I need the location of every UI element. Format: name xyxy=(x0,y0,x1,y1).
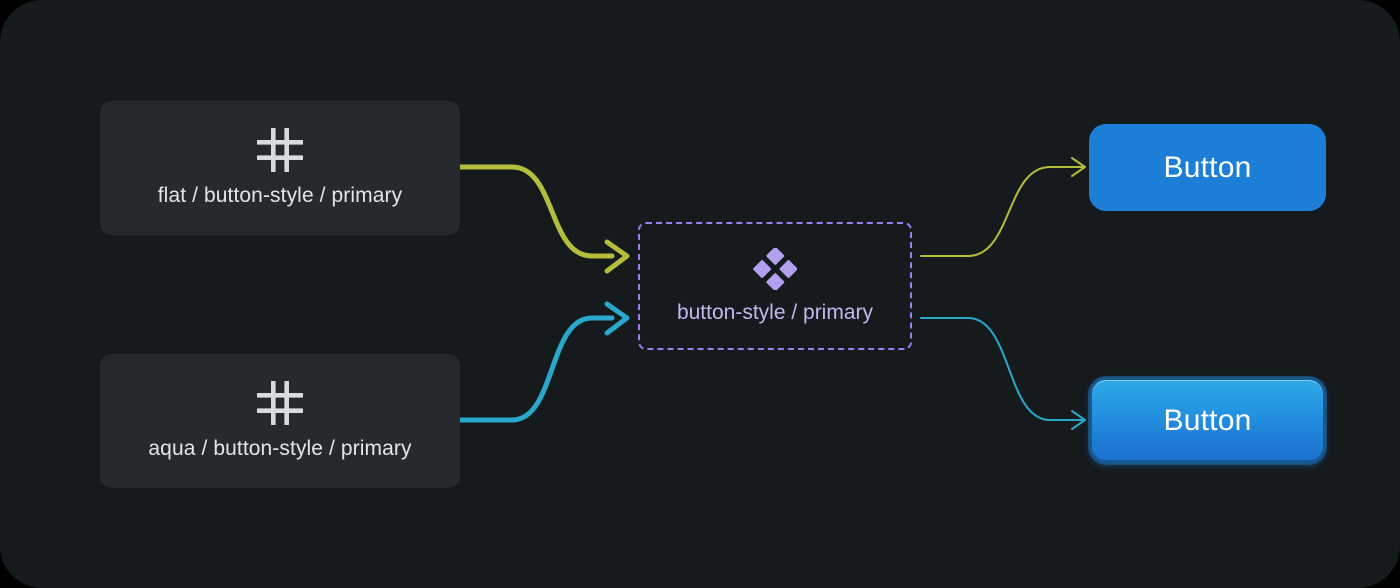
token-card-aqua[interactable]: aqua / button-style / primary xyxy=(100,354,460,488)
flat-button-preview-label: Button xyxy=(1163,150,1252,184)
token-card-aqua-label: aqua / button-style / primary xyxy=(148,437,412,460)
connector-center-to-aqua-preview xyxy=(920,317,1086,430)
shared-token-label: button-style / primary xyxy=(676,300,874,324)
token-card-flat-label: flat / button-style / primary xyxy=(157,184,403,207)
four-diamond-token-icon xyxy=(753,247,797,290)
aqua-button-preview-label: Button xyxy=(1163,403,1252,437)
aqua-button-preview[interactable]: Button xyxy=(1089,377,1326,464)
shared-token-node[interactable]: button-style / primary xyxy=(638,222,912,350)
token-card-flat[interactable]: flat / button-style / primary xyxy=(100,101,460,235)
flat-button-preview[interactable]: Button xyxy=(1089,124,1326,211)
grid-hash-icon xyxy=(257,128,303,172)
grid-hash-icon xyxy=(257,381,303,425)
connector-flat-token-to-center xyxy=(457,164,630,274)
connector-aqua-token-to-center xyxy=(457,301,630,423)
connector-center-to-flat-preview xyxy=(920,157,1086,257)
